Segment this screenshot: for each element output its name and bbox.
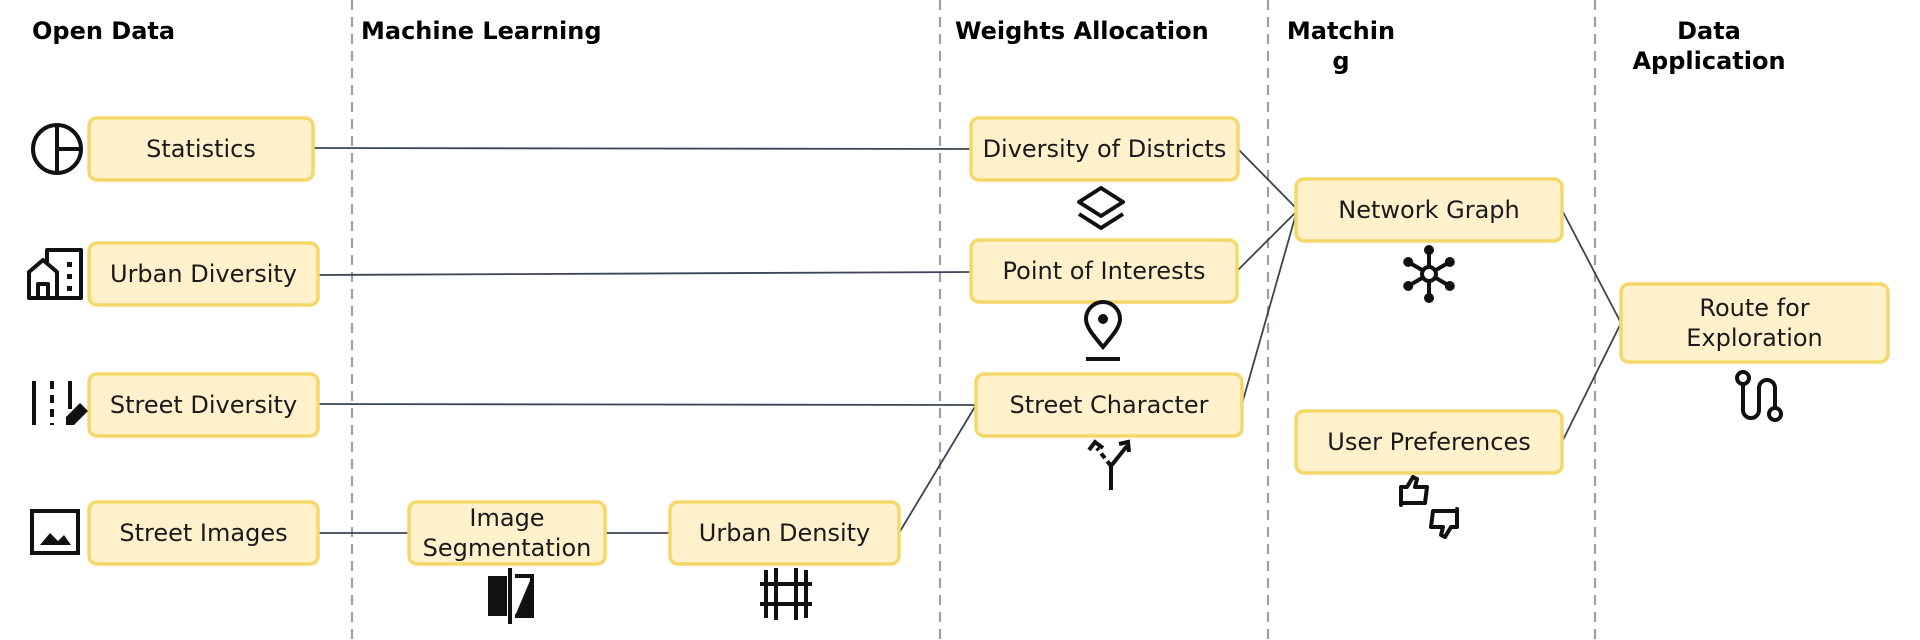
connector-diversity-of-districts-to-network-graph (1237, 148, 1297, 209)
map-pin-icon (1083, 300, 1123, 361)
node-label: User Preferences (1327, 428, 1530, 456)
grid-icon (760, 568, 812, 620)
node-label: Network Graph (1338, 196, 1519, 224)
compare-icon (488, 568, 534, 624)
node-label: Diversity of Districts (983, 135, 1227, 163)
node-label: Urban Density (699, 519, 870, 547)
node-network-graph: Network Graph (1294, 177, 1564, 243)
node-label: Statistics (146, 135, 256, 163)
node-box (1294, 409, 1564, 475)
node-point-of-interests: Point of Interests (969, 238, 1239, 304)
connector-urban-density-to-street-character (898, 404, 977, 534)
node-box (87, 372, 320, 438)
node-statistics: Statistics (87, 116, 315, 182)
connector-statistics-to-diversity-of-districts (312, 147, 972, 150)
node-box (87, 500, 320, 566)
node-label: Urban Diversity (110, 260, 297, 288)
street-edit-icon (32, 381, 88, 425)
node-label: Street Character (1009, 391, 1208, 419)
node-urban-density: Urban Density (668, 500, 901, 566)
node-diversity-of-districts: Diversity of Districts (969, 116, 1240, 182)
image-icon (30, 509, 80, 555)
thumbs-icon (1399, 475, 1459, 539)
node-box (668, 500, 901, 566)
layers-icon (1077, 186, 1125, 230)
column-headers: Open Data Machine Learning Weights Allocat… (32, 17, 1786, 75)
connector-user-preferences-to-route-for-exploration (1561, 322, 1622, 443)
network-icon (1403, 245, 1455, 303)
node-box (407, 500, 607, 566)
buildings-icon (27, 248, 83, 300)
node-box (974, 372, 1244, 438)
node-label: Point of Interests (1003, 257, 1206, 285)
node-street-character: Street Character (974, 372, 1244, 438)
connectors (312, 147, 1622, 534)
connector-network-graph-to-route-for-exploration (1561, 209, 1622, 324)
node-user-preferences: User Preferences (1294, 409, 1564, 475)
route-icon (1735, 370, 1783, 422)
node-label: Street Diversity (110, 391, 297, 419)
node-label: Street Images (119, 519, 287, 547)
node-box (87, 116, 315, 182)
node-urban-diversity: Urban Diversity (87, 241, 320, 307)
node-street-images: Street Images (87, 500, 320, 566)
connector-urban-diversity-to-point-of-interests (317, 271, 972, 276)
fork-arrows-icon (1087, 439, 1131, 490)
connector-street-diversity-to-street-character (317, 403, 977, 406)
connector-street-character-to-network-graph (1241, 213, 1297, 405)
column-header-open-data: Open Data (32, 17, 175, 45)
node-box (1294, 177, 1564, 243)
column-header-machine-learning: Machine Learning (361, 17, 602, 45)
column-header-weights-allocation: Weights Allocation (955, 17, 1209, 45)
icons (27, 123, 1783, 624)
pie-chart-icon (31, 123, 83, 175)
node-box (87, 241, 320, 307)
node-box (1619, 282, 1890, 364)
node-box (969, 116, 1240, 182)
connector-point-of-interests-to-network-graph (1236, 211, 1297, 272)
node-street-diversity: Street Diversity (87, 372, 320, 438)
